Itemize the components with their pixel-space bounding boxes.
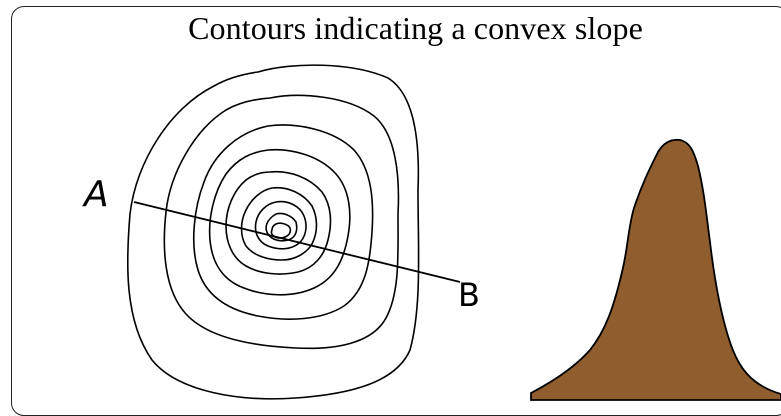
diagram-title: Contours indicating a convex slope	[188, 10, 643, 46]
contour-line-2	[163, 94, 400, 350]
contour-line-1	[126, 64, 420, 400]
hill-profile	[530, 138, 781, 401]
contour-line-5	[225, 170, 332, 275]
point-a-label: A	[82, 174, 109, 215]
point-b-label: B	[458, 276, 480, 314]
contour-line-7	[254, 200, 307, 250]
contour-line-6	[240, 186, 318, 261]
section-line-a-b	[133, 201, 461, 283]
contour-line-3	[192, 124, 374, 320]
contour-lines	[126, 64, 420, 400]
contour-line-4	[208, 148, 351, 296]
